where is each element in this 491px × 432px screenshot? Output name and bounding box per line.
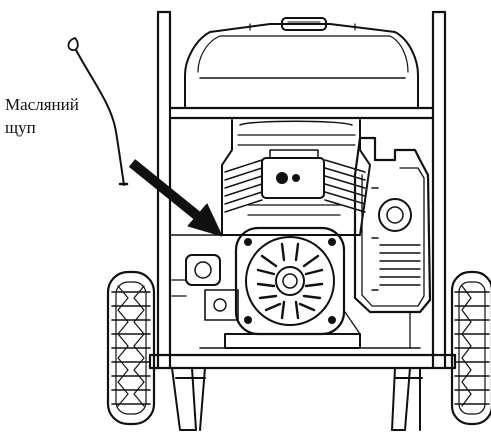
left-wheel: [106, 270, 156, 426]
left-side-parts: [169, 234, 239, 321]
right-wheel: [450, 270, 491, 426]
dipstick-label-line-2: щуп: [5, 118, 36, 137]
frame-legs: [171, 367, 423, 431]
alternator: [234, 226, 346, 336]
dipstick-label: Масляний щуп: [5, 93, 79, 139]
engine: [221, 119, 371, 236]
dipstick: [67, 37, 129, 186]
dipstick-label-line-1: Масляний: [5, 95, 79, 114]
frame: [148, 10, 457, 370]
fuel-tank: [184, 17, 419, 109]
engine-base: [199, 311, 421, 349]
control-panel: [353, 136, 432, 314]
pointer-arrow: [128, 159, 223, 237]
